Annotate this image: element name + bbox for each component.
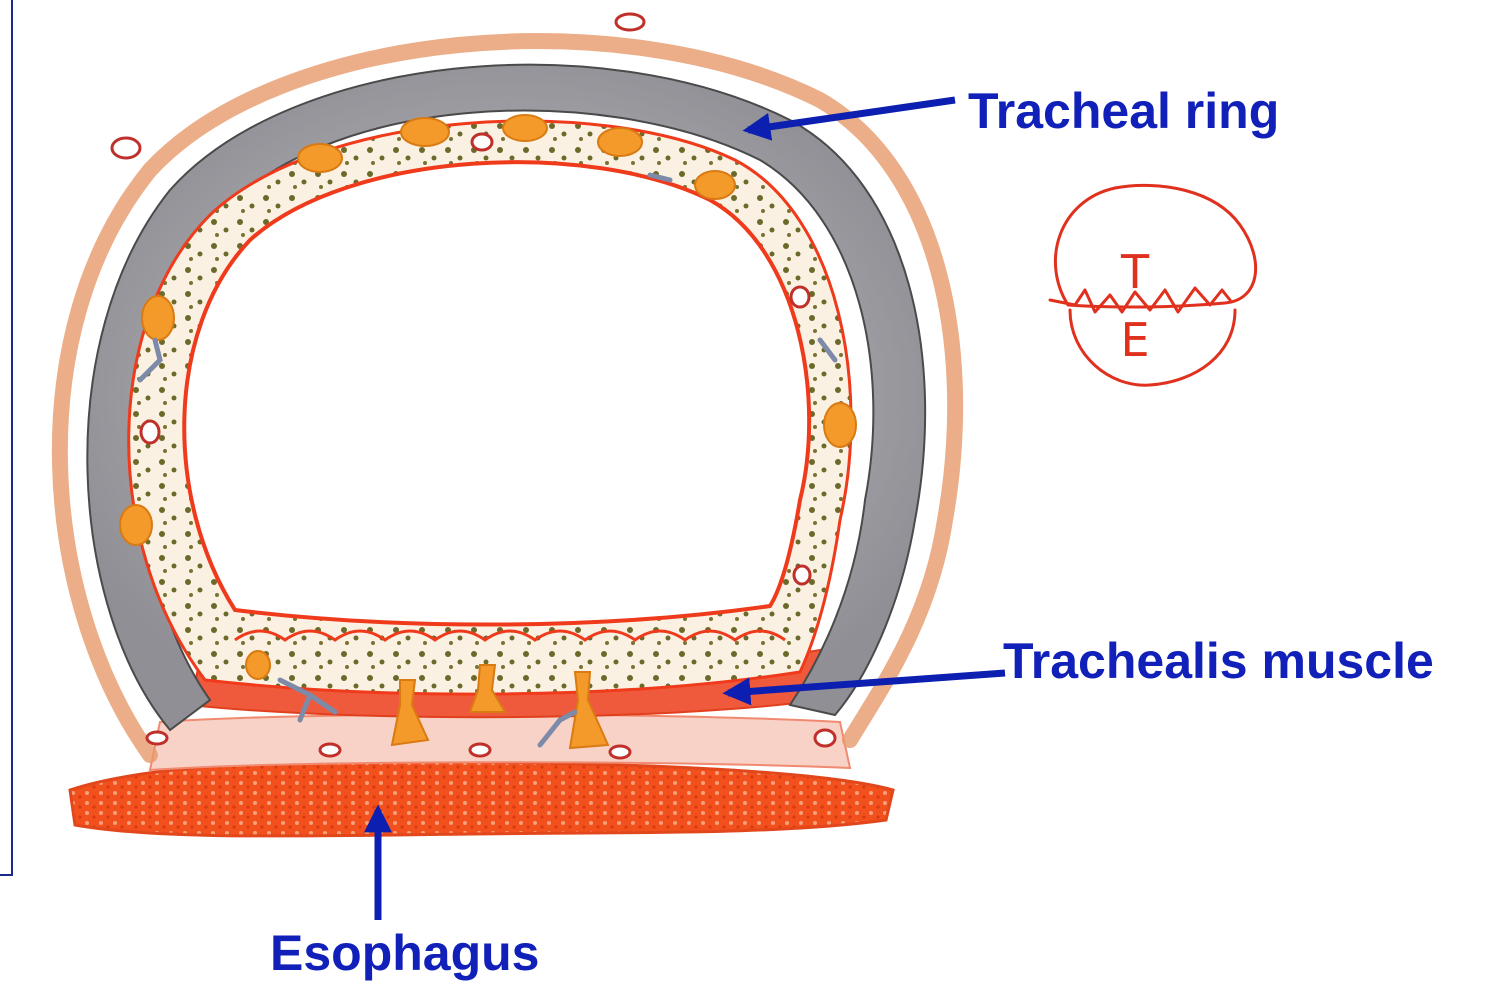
connective-tissue-layer xyxy=(150,715,850,771)
tracheal-ring-label: Tracheal ring xyxy=(968,86,1279,136)
sketch-letter-e: E xyxy=(1100,306,1170,374)
sketch-letter-t: T xyxy=(1100,238,1170,306)
sketch-letters: T E xyxy=(1100,238,1170,388)
esophagus-tissue xyxy=(70,761,893,836)
mucosa-epithelium xyxy=(184,162,809,624)
trachealis-muscle-label: Trachealis muscle xyxy=(1003,636,1434,686)
esophagus-label: Esophagus xyxy=(270,928,539,978)
slide-frame-edge xyxy=(0,0,12,875)
